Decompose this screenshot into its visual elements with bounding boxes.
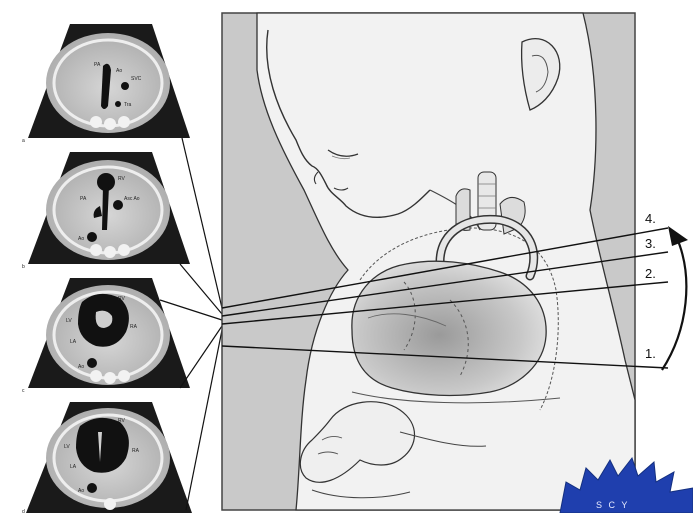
plane-label-1: 1. (645, 346, 656, 361)
ultrasound-panel-d: RV LV RA LA Ao d (22, 402, 192, 513)
us-label-b-0: RV (118, 176, 126, 182)
us-letter-a: a (22, 138, 25, 144)
us-label-a-0: PA (94, 62, 101, 68)
us-label-d-0: RV (118, 418, 126, 424)
ultrasound-panel-b: RV PA Asc Ao Ao b (22, 152, 190, 270)
sweep-arrow-icon (662, 226, 688, 370)
us-label-d-2: RA (132, 448, 140, 454)
us-letter-b: b (22, 264, 25, 270)
us-label-c-4: Ao (78, 364, 84, 370)
us-label-d-4: Ao (78, 488, 84, 494)
ultrasound-panel-c: RV LV RA LA Ao c (22, 278, 190, 394)
us-label-a-1: Ao (116, 68, 122, 74)
ultrasound-panel-a: PA Ao SVC Tra a (22, 24, 190, 144)
fetal-illustration (222, 13, 635, 510)
us-label-c-3: LA (70, 339, 77, 345)
heart (352, 261, 546, 395)
plane-label-3: 3. (645, 236, 656, 251)
us-letter-d: d (22, 509, 25, 513)
us-label-b-1: PA (80, 196, 87, 202)
badge-text: S C Y (596, 500, 629, 510)
us-label-c-2: RA (130, 324, 138, 330)
us-label-a-3: Tra (124, 102, 132, 108)
us-label-c-0: RV (118, 296, 126, 302)
us-label-b-2: Asc Ao (124, 196, 140, 202)
plane-label-2: 2. (645, 266, 656, 281)
us-letter-c: c (22, 388, 25, 394)
us-label-b-3: Ao (78, 236, 84, 242)
us-label-d-1: LV (64, 444, 70, 450)
us-label-c-1: LV (66, 318, 72, 324)
us-label-a-2: SVC (131, 76, 142, 82)
plane-label-4: 4. (645, 211, 656, 226)
us-label-d-3: LA (70, 464, 77, 470)
